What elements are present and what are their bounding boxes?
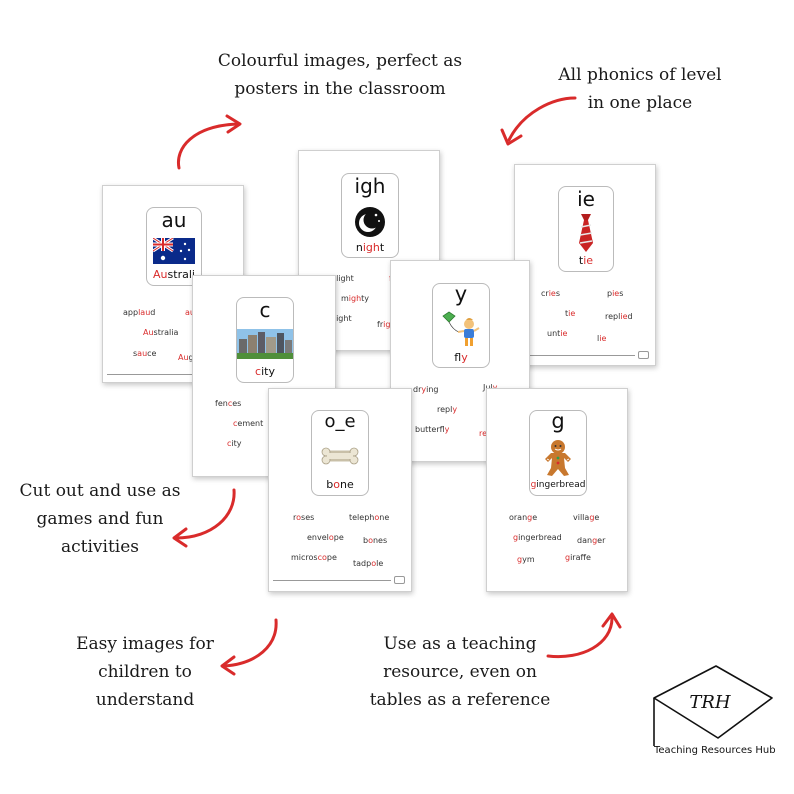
grapheme: c — [259, 298, 271, 322]
word: envelope — [307, 533, 344, 542]
word: drying — [413, 385, 439, 394]
city-icon — [237, 329, 293, 359]
divider — [273, 580, 391, 581]
word: fences — [215, 399, 242, 408]
keyword: Australi — [153, 268, 195, 281]
arrow-icon — [546, 612, 622, 659]
arrow-icon — [220, 618, 278, 676]
word: frigh — [377, 320, 395, 329]
kite-icon — [442, 311, 480, 346]
word: reply — [437, 405, 458, 414]
word: untie — [547, 329, 568, 338]
keyword: gingerbread — [530, 480, 586, 490]
callout-posters: Colourful images, perfect as posters in … — [217, 51, 463, 99]
keyword: night — [355, 241, 385, 254]
logo-name: Teaching Resources Hub — [654, 745, 776, 756]
tie-icon — [579, 214, 593, 252]
word: gingerbread — [513, 533, 562, 542]
word: Australia — [143, 328, 179, 337]
logo-monogram: TRH — [689, 692, 731, 713]
keyword: tie — [578, 254, 594, 267]
grapheme: igh — [354, 174, 386, 198]
divider — [107, 374, 239, 375]
word: applaud — [123, 308, 156, 317]
word: village — [573, 513, 600, 522]
card-tile: au Australi — [146, 207, 202, 286]
word: mighty — [341, 294, 370, 303]
phonics-card-g: g gingerbread orange village gingerbread… — [486, 388, 628, 592]
word: July — [483, 383, 497, 392]
moon-icon — [355, 207, 385, 237]
word: Aug — [178, 353, 194, 362]
word: tie — [565, 309, 576, 318]
word: cries — [541, 289, 561, 298]
phonics-card-o-e: o_e bone roses telephone envelope bones … — [268, 388, 412, 592]
word: replied — [605, 312, 633, 321]
arrow-icon — [500, 96, 577, 146]
callout-easy: Easy images for children to understand — [76, 634, 214, 710]
word: lie — [597, 334, 607, 343]
bone-icon — [321, 447, 359, 465]
word: tadpole — [353, 559, 384, 568]
callout-phonics: All phonics of level in one place — [558, 65, 722, 113]
callout-games: Cut out and use as games and fun activit… — [19, 481, 181, 557]
word: sauce — [133, 349, 157, 358]
word: danger — [577, 536, 606, 545]
grapheme: y — [454, 283, 468, 306]
keyword: fly — [454, 351, 468, 364]
gingerbread-icon — [545, 440, 571, 476]
word: city — [227, 439, 242, 448]
australia-flag-icon — [153, 238, 195, 264]
phonics-card-ie: ie tie cries pies tie replied untie lie — [514, 164, 656, 366]
word: butterfly — [415, 425, 450, 434]
word: microscope — [291, 553, 337, 562]
card-tile: c city — [236, 297, 294, 383]
word: au — [185, 308, 195, 317]
keyword: city — [255, 365, 275, 378]
grapheme: au — [161, 208, 187, 232]
word: telephone — [349, 513, 390, 522]
logo-mark: TRH — [653, 665, 773, 746]
card-tile: igh night — [341, 173, 399, 258]
card-tile: ie tie — [558, 186, 614, 272]
card-tile: g gingerbread — [529, 410, 587, 496]
arrow-icon — [176, 114, 242, 170]
card-tile: y fly — [432, 283, 490, 368]
word: bones — [363, 536, 388, 545]
word: giraffe — [565, 553, 591, 562]
word: gym — [517, 555, 535, 564]
callout-resource: Use as a teaching resource, even on tabl… — [369, 634, 551, 710]
word: pies — [607, 289, 624, 298]
word: roses — [293, 513, 315, 522]
word: cement — [233, 419, 264, 428]
grapheme: g — [551, 410, 565, 433]
word: orange — [509, 513, 538, 522]
logo-mark-icon — [638, 351, 649, 359]
logo-mark-icon — [394, 576, 405, 584]
arrow-icon — [172, 488, 236, 548]
grapheme: ie — [577, 187, 595, 211]
grapheme: o_e — [324, 411, 356, 432]
card-tile: o_e bone — [311, 410, 369, 496]
divider — [519, 355, 635, 356]
keyword: bone — [326, 478, 354, 491]
